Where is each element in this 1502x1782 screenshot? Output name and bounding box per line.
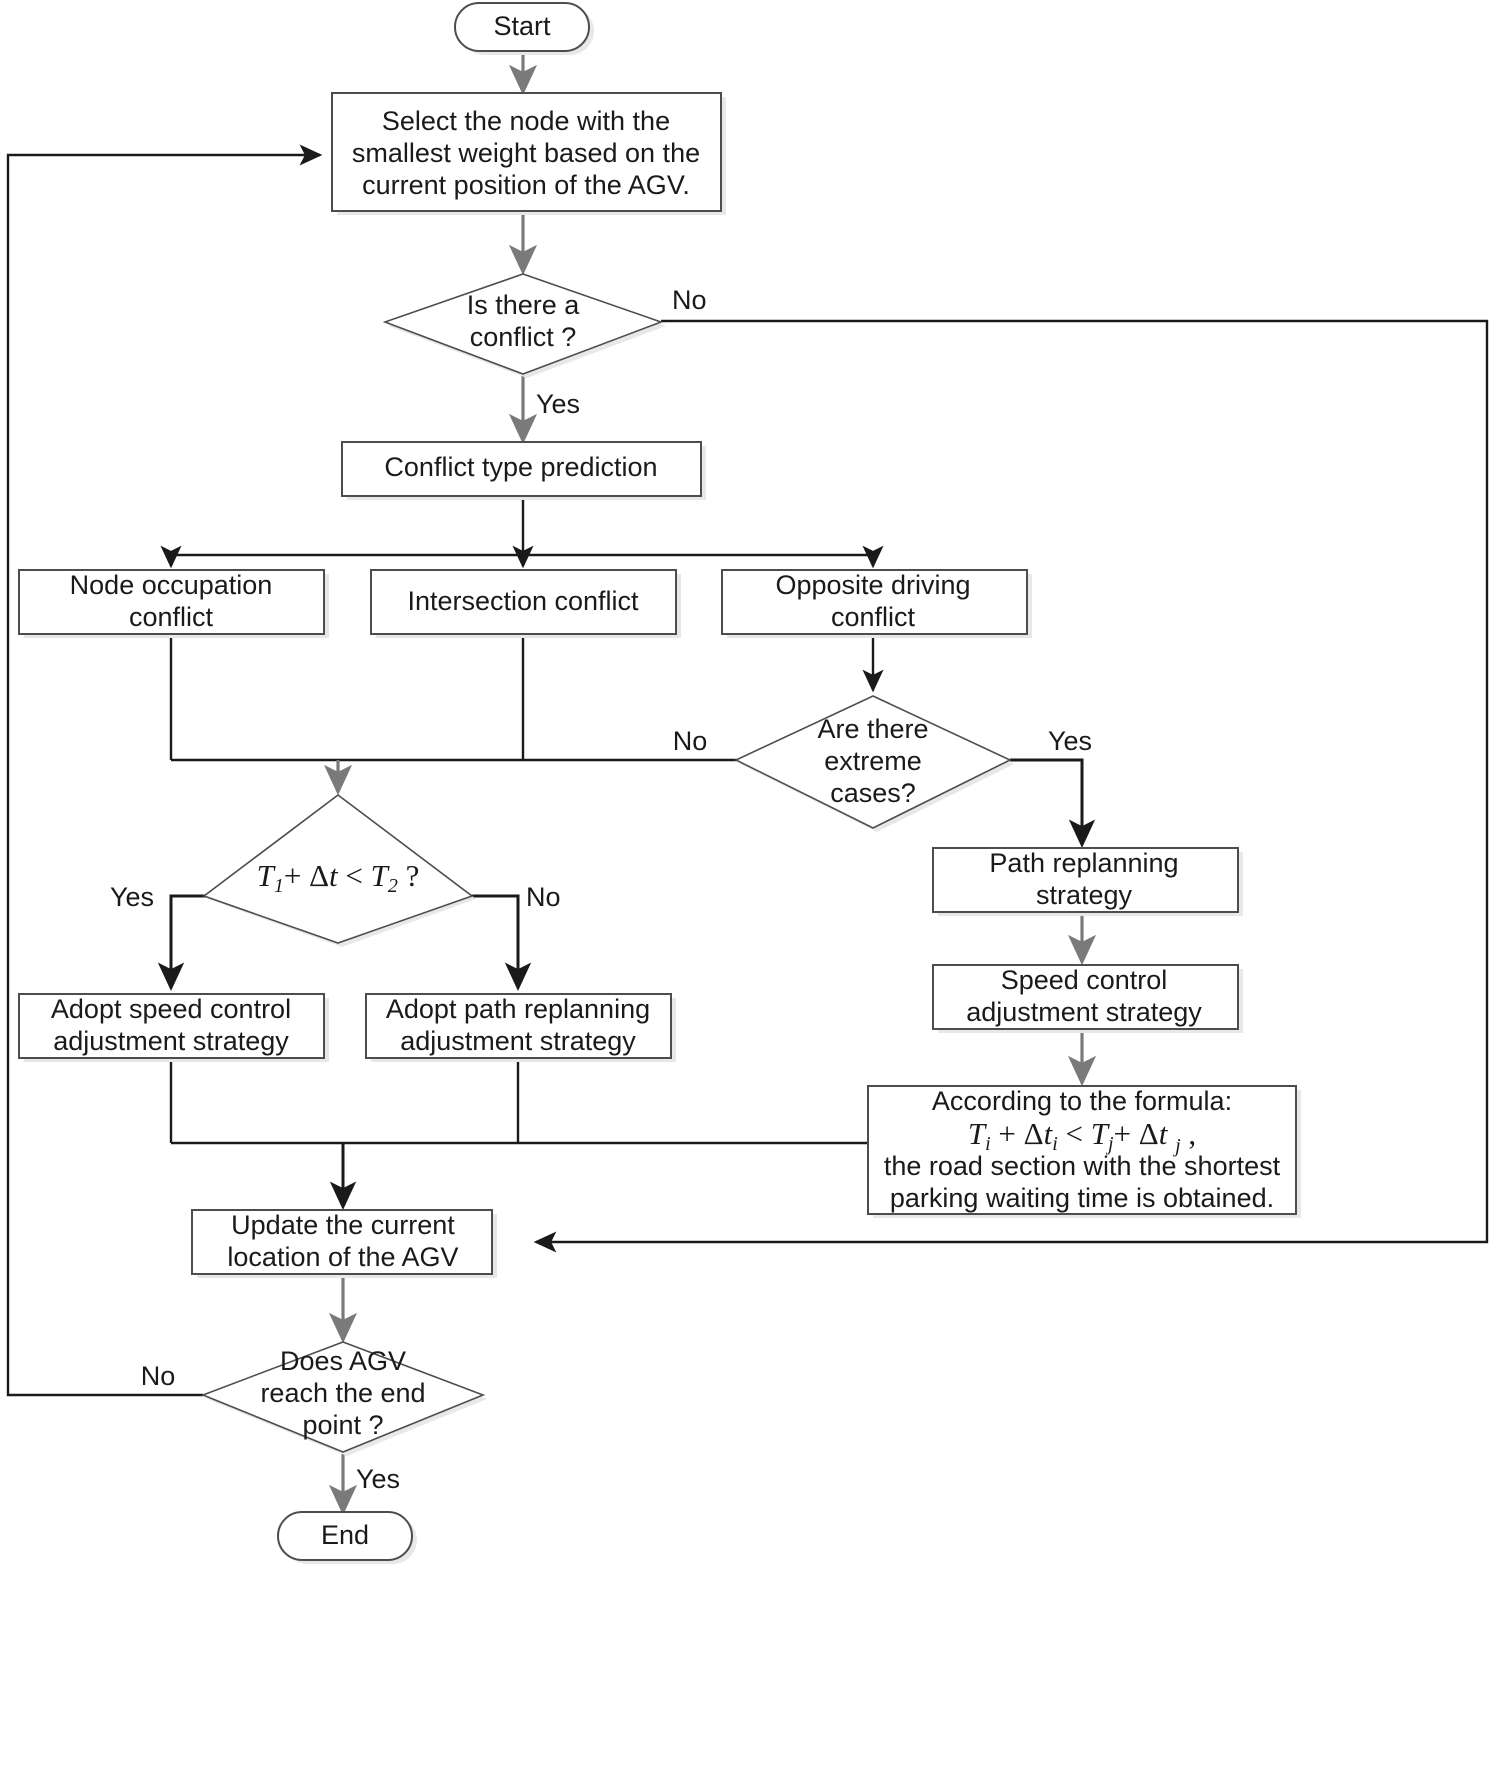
node-is-conflict-line2: conflict ?	[470, 322, 577, 352]
node-time-comparison-formula: T1+ Δt < T2 ?	[257, 858, 420, 896]
edge-label-time-yes: Yes	[110, 882, 154, 912]
node-speed-control-strategy[interactable]: Speed control adjustment strategy	[932, 964, 1243, 1033]
node-start[interactable]: Start	[454, 2, 594, 55]
node-time-comparison[interactable]: T1+ Δt < T2 ?	[202, 793, 476, 947]
node-path-replanning-strategy[interactable]: Path replanning strategy	[932, 847, 1243, 916]
edge-time-yes	[157, 894, 208, 991]
node-extreme-line3: cases?	[830, 778, 916, 808]
node-path-replanning-line1: Path replanning	[989, 848, 1178, 878]
node-select-line2: smallest weight based on the	[352, 138, 700, 168]
edge-extreme-yes	[1010, 758, 1096, 848]
edge-label-conflict-no: No	[672, 285, 707, 315]
node-end-label: End	[321, 1520, 369, 1550]
node-speed-control-line2: adjustment strategy	[966, 997, 1202, 1027]
node-extreme-line2: extreme	[824, 746, 922, 776]
node-formula-math: Ti + Δti < Tj+ Δt j ,	[968, 1116, 1196, 1156]
node-adopt-path-replanning[interactable]: Adopt path replanning adjustment strateg…	[365, 993, 676, 1062]
node-select-line3: current position of the AGV.	[362, 170, 690, 200]
node-formula-line1: According to the formula:	[932, 1086, 1232, 1116]
node-start-label: Start	[493, 11, 551, 41]
node-reach-end-line1: Does AGV	[280, 1346, 406, 1376]
node-select-line1: Select the node with the	[382, 106, 670, 136]
node-extreme-line1: Are there	[817, 714, 928, 744]
node-reach-end-line3: point ?	[302, 1410, 383, 1440]
edge-label-conflict-yes: Yes	[536, 389, 580, 419]
edge-reachend-no	[6, 144, 323, 1397]
node-intersection-conflict[interactable]: Intersection conflict	[370, 569, 681, 638]
node-intersection-conflict-label: Intersection conflict	[407, 586, 639, 616]
node-adopt-path-line1: Adopt path replanning	[386, 994, 650, 1024]
node-path-replanning-line2: strategy	[1036, 880, 1133, 910]
node-is-conflict-line1: Is there a	[467, 290, 581, 320]
edge-label-reach-yes: Yes	[356, 1464, 400, 1494]
node-opposite-driving-line2: conflict	[831, 602, 916, 632]
node-node-occupation-line2: conflict	[129, 602, 214, 632]
node-adopt-speed-line2: adjustment strategy	[53, 1026, 289, 1056]
node-opposite-driving-line1: Opposite driving	[775, 570, 970, 600]
node-update-line1: Update the current	[231, 1210, 455, 1240]
edge-time-no	[468, 894, 532, 991]
node-update-line2: location of the AGV	[227, 1242, 458, 1272]
edge-label-reach-no: No	[141, 1361, 176, 1391]
edge-label-extreme-yes: Yes	[1048, 726, 1092, 756]
node-adopt-path-line2: adjustment strategy	[400, 1026, 636, 1056]
edge-label-extreme-no: No	[673, 726, 708, 756]
node-formula-line4: parking waiting time is obtained.	[890, 1183, 1274, 1213]
node-is-conflict[interactable]: Is there a conflict ?	[382, 273, 666, 378]
node-node-occupation-line1: Node occupation	[70, 570, 273, 600]
node-update-location[interactable]: Update the current location of the AGV	[191, 1209, 497, 1278]
node-reach-end[interactable]: Does AGV reach the end point ?	[200, 1341, 487, 1456]
node-formula-line3: the road section with the shortest	[884, 1151, 1281, 1181]
node-opposite-driving[interactable]: Opposite driving conflict	[721, 569, 1032, 638]
node-conflict-prediction[interactable]: Conflict type prediction	[341, 441, 706, 500]
node-node-occupation[interactable]: Node occupation conflict	[18, 569, 329, 638]
node-speed-control-line1: Speed control	[1001, 965, 1168, 995]
node-adopt-speed-line1: Adopt speed control	[51, 994, 291, 1024]
node-adopt-speed-control[interactable]: Adopt speed control adjustment strategy	[18, 993, 329, 1062]
edge-conflict-no	[533, 319, 1489, 1253]
node-reach-end-line2: reach the end	[260, 1378, 425, 1408]
node-formula-box[interactable]: According to the formula: Ti + Δti < Tj+…	[867, 1085, 1301, 1218]
node-select-node[interactable]: Select the node with the smallest weight…	[331, 92, 726, 215]
edge-label-time-no: No	[526, 882, 561, 912]
node-extreme-cases[interactable]: Are there extreme cases?	[734, 695, 1014, 832]
node-conflict-prediction-label: Conflict type prediction	[384, 452, 657, 482]
node-end[interactable]: End	[277, 1511, 417, 1564]
